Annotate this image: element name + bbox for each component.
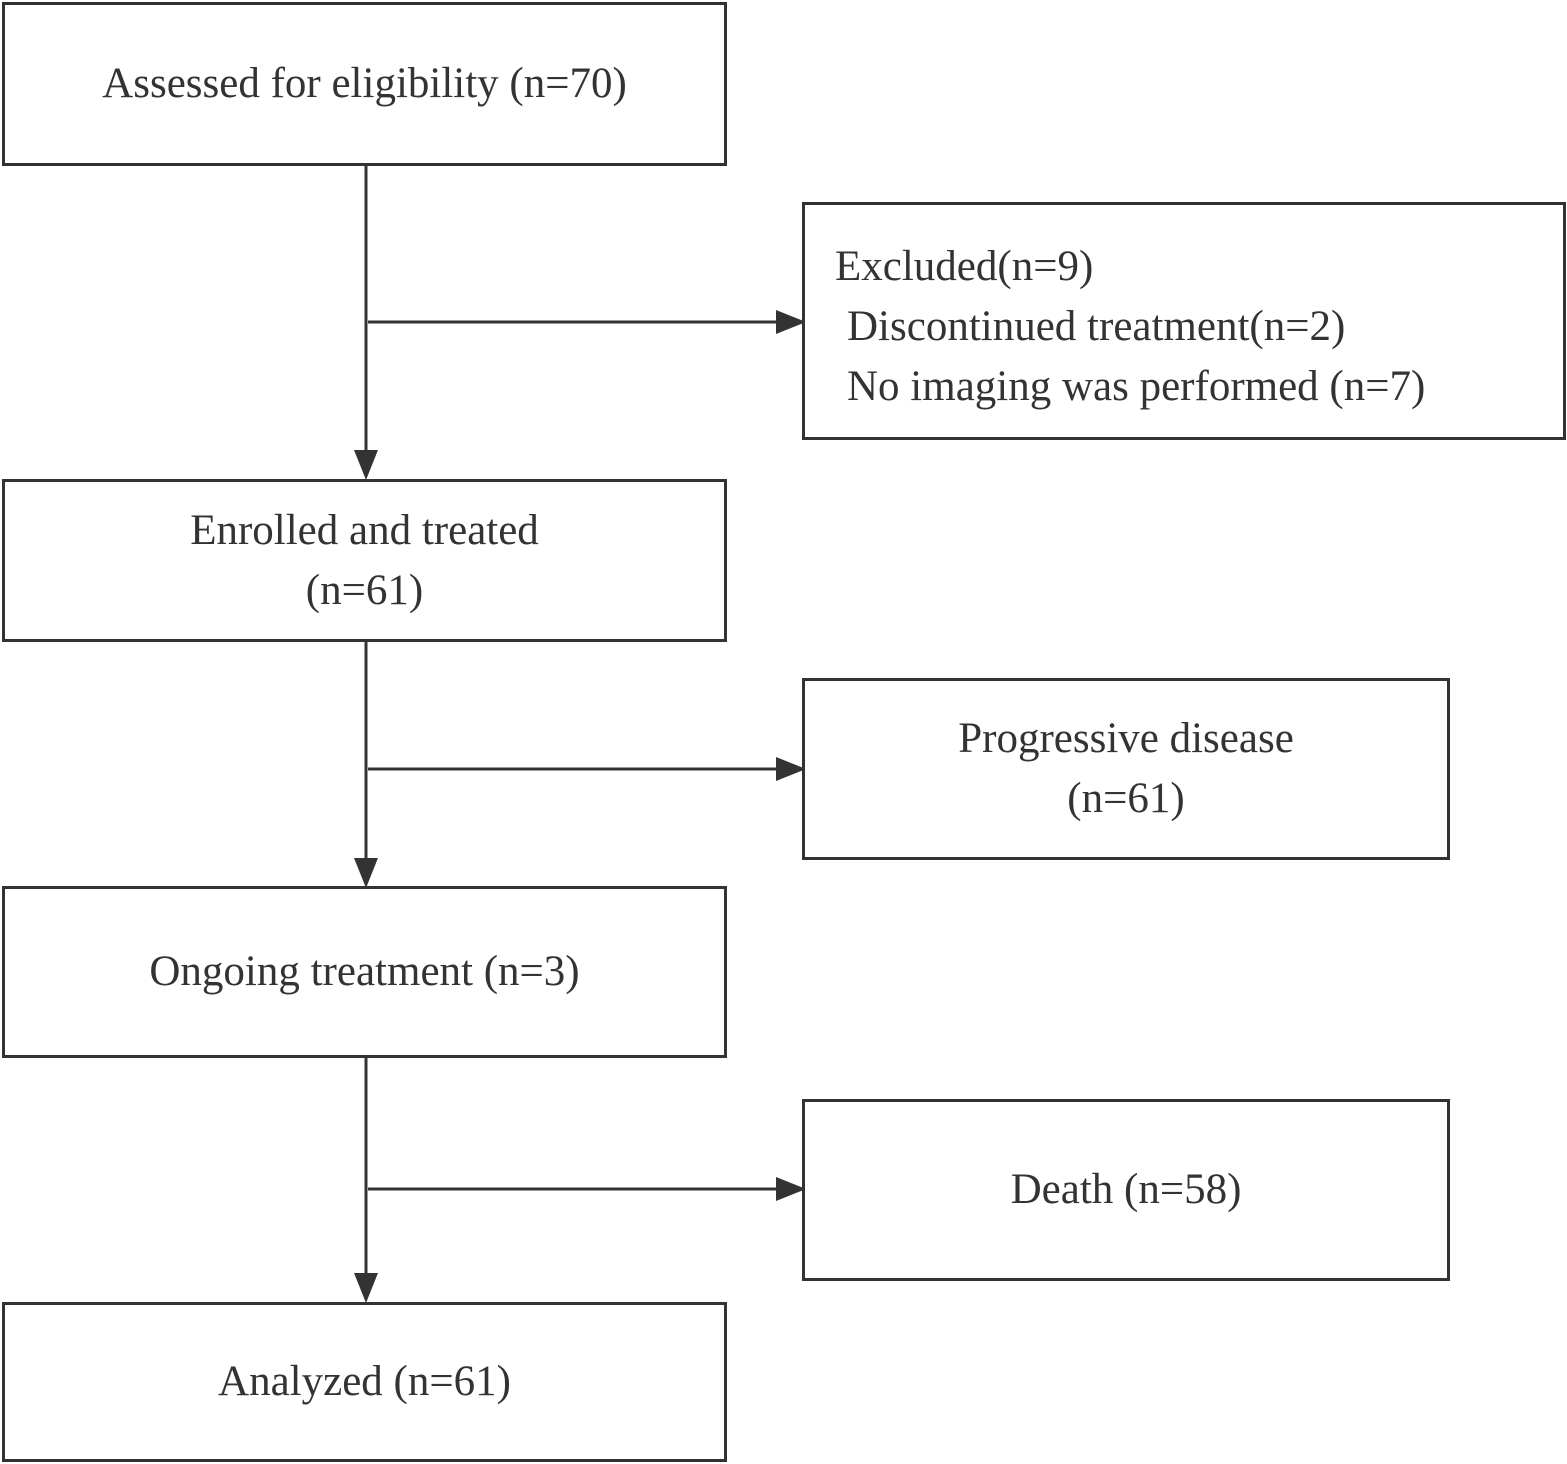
excluded-title: Excluded(n=9) [835, 243, 1094, 290]
assessed-box: Assessed for eligibility (n=70) [2, 2, 727, 166]
excluded-reason-discontinued: Discontinued treatment(n=2) [847, 303, 1346, 350]
arrowhead-to-enrolled [354, 450, 378, 480]
arrowhead-to-progressive [776, 757, 806, 781]
assessed-label: Assessed for eligibility (n=70) [102, 60, 627, 107]
ongoing-label: Ongoing treatment (n=3) [149, 948, 580, 995]
death-box: Death (n=58) [802, 1099, 1450, 1281]
enrolled-count: (n=61) [305, 566, 424, 614]
analyzed-label: Analyzed (n=61) [218, 1358, 511, 1405]
progressive-box: Progressive disease (n=61) [802, 678, 1450, 860]
arrowhead-to-ongoing [354, 858, 378, 888]
arrowhead-to-analyzed [354, 1273, 378, 1303]
excluded-reason-no-imaging: No imaging was performed (n=7) [847, 363, 1426, 410]
analyzed-box: Analyzed (n=61) [2, 1302, 727, 1462]
progressive-count: (n=61) [1067, 775, 1185, 822]
enrolled-label: Enrolled and treated [190, 506, 539, 554]
arrowhead-to-excluded [776, 310, 806, 334]
enrolled-box: Enrolled and treated (n=61) [2, 479, 727, 642]
death-label: Death (n=58) [1010, 1166, 1242, 1213]
progressive-label: Progressive disease [958, 715, 1294, 762]
arrowhead-to-death [776, 1177, 806, 1201]
ongoing-box: Ongoing treatment (n=3) [2, 886, 727, 1058]
excluded-box: Excluded(n=9) Discontinued treatment(n=2… [802, 202, 1566, 440]
